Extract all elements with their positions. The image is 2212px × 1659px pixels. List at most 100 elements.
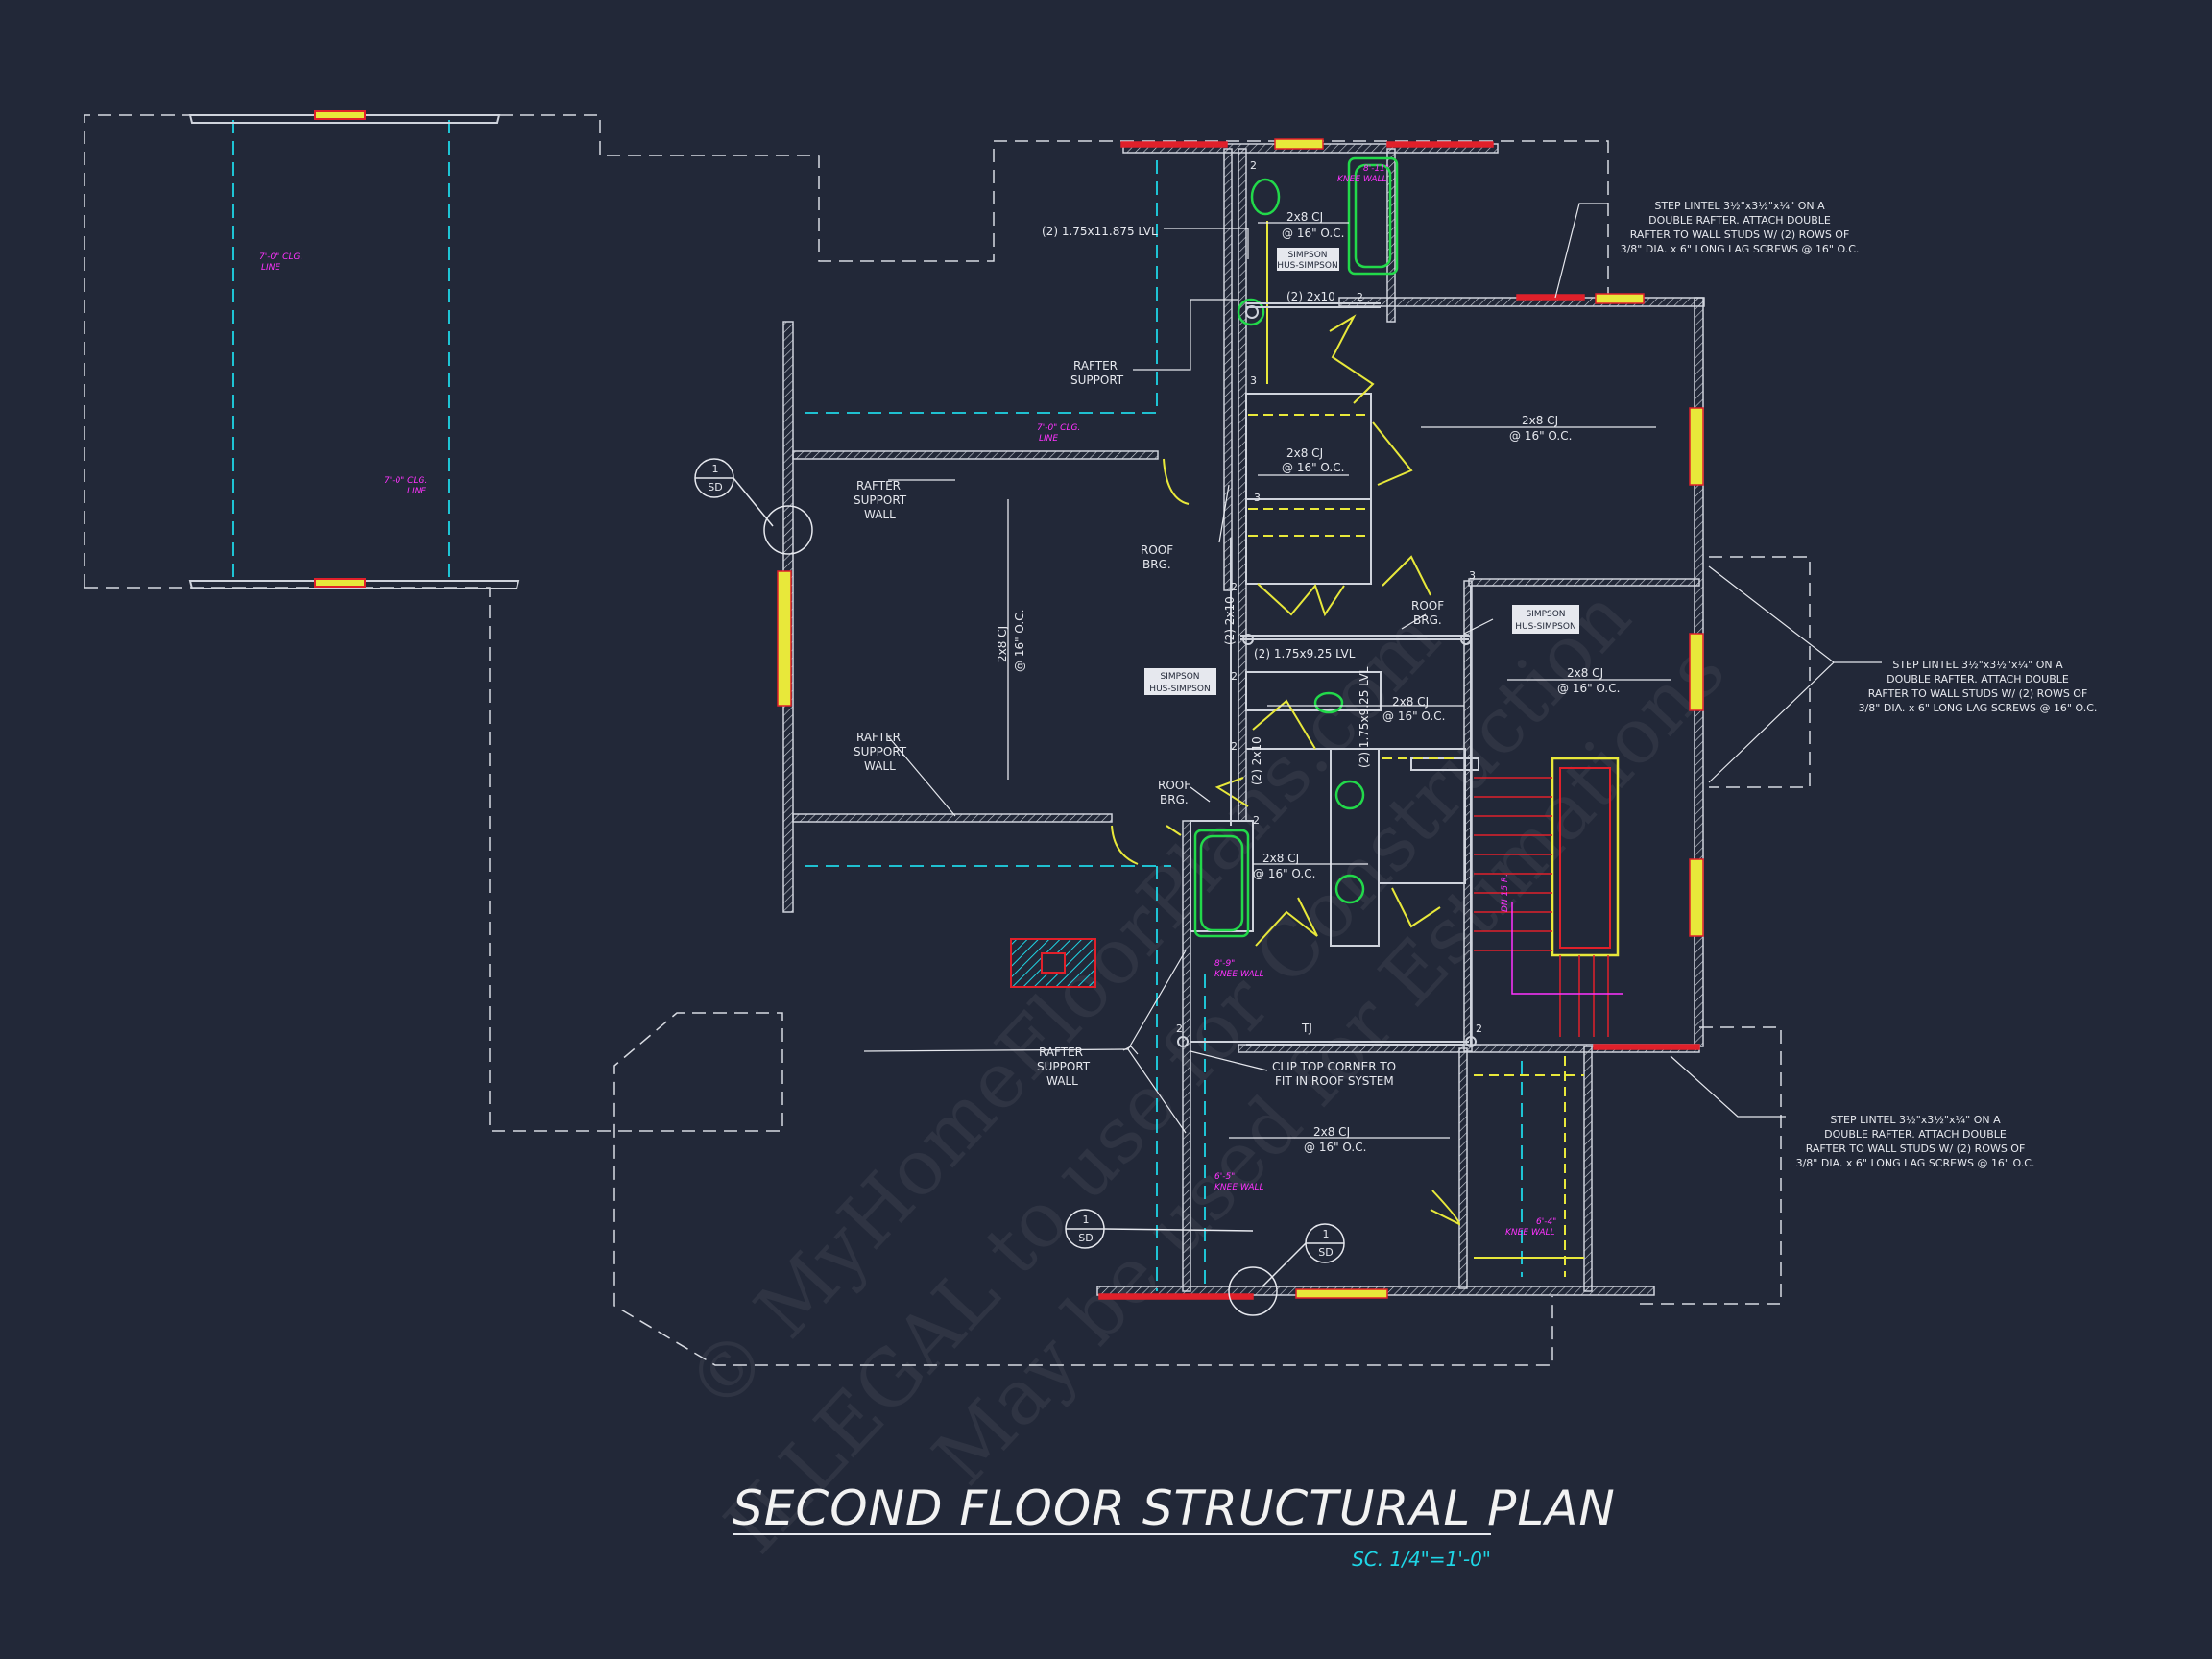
svg-text:RAFTER TO WALL STUDS W/ (2) RO: RAFTER TO WALL STUDS W/ (2) ROWS OF — [1806, 1142, 2026, 1155]
mark-2-g: 2 — [1176, 1022, 1183, 1035]
cj-oc-5: @ 16" O.C. — [1382, 709, 1445, 723]
mark-3-c: 3 — [1469, 569, 1476, 582]
svg-text:3/8" DIA. x 6" LONG LAG SCREWS: 3/8" DIA. x 6" LONG LAG SCREWS @ 16" O.C… — [1796, 1157, 2035, 1169]
cj-label-8: 2x8 CJ — [996, 626, 1009, 662]
roof-brg-1b: BRG. — [1142, 558, 1171, 571]
cj-oc-3: @ 16" O.C. — [1509, 429, 1572, 443]
rafter-support-wall-3b: SUPPORT — [1037, 1060, 1091, 1073]
cj-label-3: 2x8 CJ — [1522, 414, 1558, 427]
cj-label-6: 2x8 CJ — [1262, 852, 1299, 865]
watermark-line-2: ILLEGAL to use for Construction — [708, 572, 1647, 1571]
svg-text:DOUBLE RAFTER. ATTACH DOUBLE: DOUBLE RAFTER. ATTACH DOUBLE — [1887, 673, 2069, 685]
rafter-support-wall-1c: WALL — [864, 508, 896, 521]
rafter-support-1: RAFTER — [1073, 359, 1118, 373]
note-step-lintel-mid: STEP LINTEL 3½"x3½"x¼" ON A DOUBLE RAFTE… — [1859, 659, 2098, 714]
mark-2-e: 2 — [1231, 740, 1238, 753]
rafter-support-wall-1b: SUPPORT — [854, 493, 907, 507]
cj-oc-7: @ 16" O.C. — [1304, 1141, 1366, 1154]
rafter-support-wall-3c: WALL — [1046, 1074, 1078, 1088]
svg-text:HUS-SIMPSON: HUS-SIMPSON — [1149, 685, 1210, 694]
hanger-tag-a: SIMPSON HUS-SIMPSON — [1277, 248, 1339, 271]
tj-label: TJ — [1301, 1022, 1312, 1035]
fixtures — [1193, 156, 1399, 938]
clg-line-label-2b: LINE — [407, 487, 426, 496]
cj-oc-8: @ 16" O.C. — [1013, 610, 1026, 672]
hanger-tag-c: SIMPSON HUS-SIMPSON — [1144, 668, 1216, 695]
knee-wall-64: 6'-4" — [1536, 1217, 1556, 1227]
svg-text:RAFTER TO WALL STUDS W/ (2) RO: RAFTER TO WALL STUDS W/ (2) ROWS OF — [1868, 687, 2088, 700]
stair-direction-label: DN 15 R. — [1501, 874, 1510, 912]
rafter-support-wall-2c: WALL — [864, 759, 896, 773]
svg-text:SIMPSON: SIMPSON — [1160, 672, 1199, 682]
section-number-a: 1 — [712, 463, 719, 475]
hanger-tag-b: SIMPSON HUS-SIMPSON — [1512, 605, 1579, 634]
svg-text:HUS-SIMPSON: HUS-SIMPSON — [1515, 622, 1575, 632]
section-number-b: 1 — [1083, 1214, 1090, 1226]
knee-wall-889-b: KNEE WALL — [1337, 175, 1387, 184]
svg-text:DOUBLE RAFTER. ATTACH DOUBLE: DOUBLE RAFTER. ATTACH DOUBLE — [1648, 214, 1831, 227]
section-markers — [694, 458, 1345, 1316]
roof-brg-1: ROOF — [1141, 543, 1173, 557]
knee-wall-89-b: KNEE WALL — [1214, 970, 1264, 979]
section-sd-b: SD — [1078, 1232, 1093, 1244]
svg-text:STEP LINTEL 3½"x3½"x¼" ON A: STEP LINTEL 3½"x3½"x¼" ON A — [1654, 200, 1825, 212]
dimension-arrows — [1007, 222, 1671, 1139]
svg-text:SIMPSON: SIMPSON — [1287, 251, 1327, 260]
knee-wall-89: 8'-9" — [1214, 959, 1235, 969]
svg-text:SIMPSON: SIMPSON — [1526, 610, 1565, 619]
cj-label-2: 2x8 CJ — [1286, 446, 1323, 460]
mark-2-a: 2 — [1250, 159, 1257, 172]
rafter-support-wall-2: RAFTER — [856, 731, 901, 744]
mark-2-f: 2 — [1253, 814, 1260, 827]
cj-label-1: 2x8 CJ — [1286, 210, 1323, 224]
beam-2x10-a: (2) 2x10 — [1286, 290, 1335, 303]
section-sd-c: SD — [1318, 1246, 1333, 1259]
rafter-support-wall-2b: SUPPORT — [854, 745, 907, 758]
chimney — [1010, 938, 1096, 988]
svg-text:DOUBLE RAFTER. ATTACH DOUBLE: DOUBLE RAFTER. ATTACH DOUBLE — [1824, 1128, 2007, 1141]
note-clip-top-2: FIT IN ROOF SYSTEM — [1275, 1074, 1394, 1088]
note-step-lintel-top: STEP LINTEL 3½"x3½"x¼" ON A DOUBLE RAFTE… — [1621, 200, 1860, 255]
mark-3-a: 3 — [1250, 374, 1257, 387]
mark-2-b: 2 — [1357, 291, 1363, 303]
mark-2-h: 2 — [1476, 1022, 1482, 1035]
knee-wall-889: 8'-11" — [1363, 164, 1389, 174]
rafter-support-wall-1: RAFTER — [856, 479, 901, 493]
clg-line-label-3b: LINE — [1039, 434, 1058, 444]
page-title: SECOND FLOOR STRUCTURAL PLAN — [733, 1480, 1616, 1536]
beams — [1177, 302, 1477, 1047]
cj-oc-6: @ 16" O.C. — [1253, 867, 1315, 880]
svg-text:RAFTER TO WALL STUDS W/ (2) RO: RAFTER TO WALL STUDS W/ (2) ROWS OF — [1630, 228, 1850, 241]
section-number-c: 1 — [1323, 1228, 1330, 1240]
mark-2-c: 2 — [1231, 581, 1238, 593]
scale-label: SC. 1/4"=1'-0" — [1352, 1548, 1491, 1571]
svg-text:3/8" DIA. x 6" LONG LAG SCREWS: 3/8" DIA. x 6" LONG LAG SCREWS @ 16" O.C… — [1859, 702, 2098, 714]
windows — [777, 138, 1704, 1300]
knee-wall-64-b: KNEE WALL — [1505, 1228, 1555, 1238]
porch-edges — [188, 110, 520, 589]
cj-label-4: 2x8 CJ — [1567, 666, 1603, 680]
clg-line-label-2: 7'-0" CLG. — [384, 476, 427, 486]
knee-wall-65-b: KNEE WALL — [1214, 1183, 1264, 1192]
note-clip-top-1: CLIP TOP CORNER TO — [1272, 1060, 1396, 1073]
staircase: DN 15 R. — [1474, 757, 1623, 1037]
section-sd-a: SD — [708, 481, 722, 493]
mark-3-b: 3 — [1254, 492, 1261, 504]
cj-oc-2: @ 16" O.C. — [1282, 461, 1344, 474]
partitions — [1190, 393, 1479, 1046]
rafter-support-wall-3: RAFTER — [1039, 1046, 1083, 1059]
beam-2x10-c: (2) 2x10 — [1250, 736, 1263, 785]
svg-text:HUS-SIMPSON: HUS-SIMPSON — [1277, 261, 1337, 271]
roof-brg-3: ROOF — [1158, 779, 1190, 792]
roof-brg-2: ROOF — [1411, 599, 1444, 613]
lvl-vert-label: (2) 1.75x9.25 LVL — [1358, 666, 1371, 768]
clg-line-label-1b: LINE — [261, 263, 280, 273]
knee-wall-65: 6'-5" — [1214, 1172, 1235, 1182]
mark-2-d: 2 — [1231, 670, 1238, 683]
cj-oc-4: @ 16" O.C. — [1557, 682, 1620, 695]
note-step-lintel-bottom: STEP LINTEL 3½"x3½"x¼" ON A DOUBLE RAFTE… — [1796, 1114, 2035, 1169]
svg-text:STEP LINTEL 3½"x3½"x¼" ON A: STEP LINTEL 3½"x3½"x¼" ON A — [1830, 1114, 2001, 1126]
ceiling-lines — [232, 120, 1523, 1291]
cj-oc-1: @ 16" O.C. — [1282, 227, 1344, 240]
